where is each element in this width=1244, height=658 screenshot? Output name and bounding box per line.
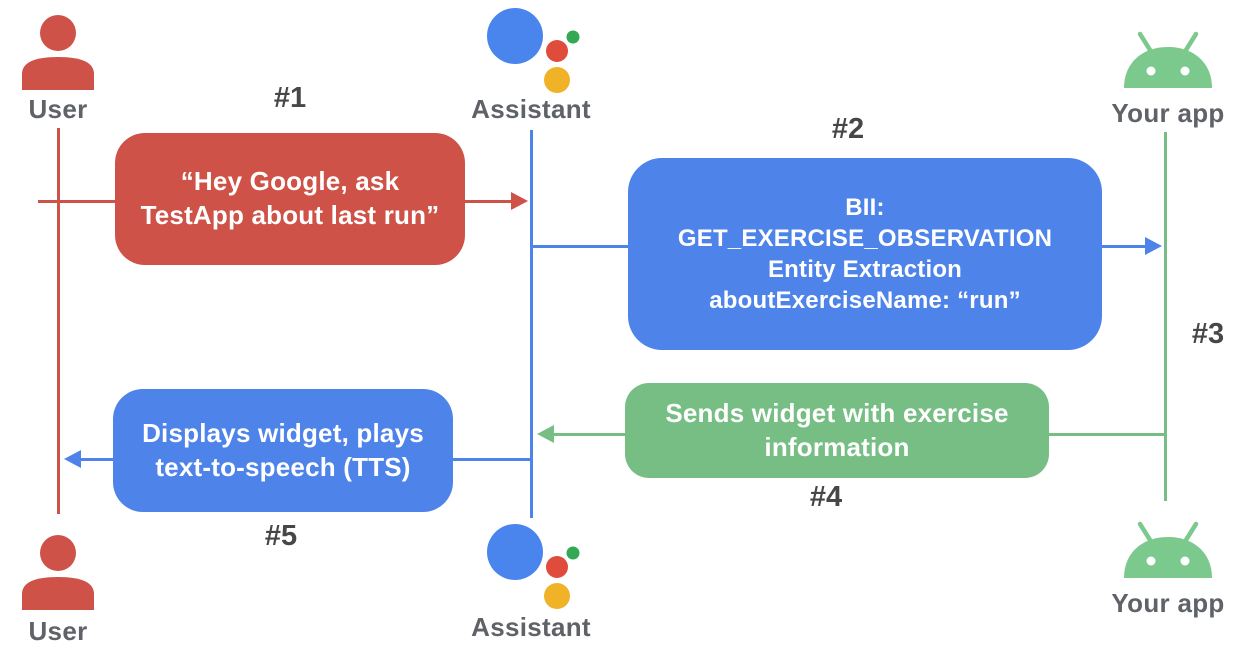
android-icon bbox=[1118, 26, 1218, 90]
app-lifeline bbox=[1164, 132, 1167, 501]
step2-message-text: BII: GET_EXERCISE_OBSERVATION Entity Ext… bbox=[677, 193, 1053, 315]
user-lifeline bbox=[57, 128, 60, 514]
step5-arrowhead bbox=[64, 450, 81, 468]
user-bottom-label: User bbox=[28, 616, 88, 646]
step1-message-box: “Hey Google, ask TestApp about last run” bbox=[115, 133, 465, 265]
assistant-icon bbox=[487, 523, 580, 609]
app-bottom-label: Your app bbox=[1111, 588, 1225, 618]
step1-arrowhead bbox=[511, 192, 528, 210]
step2-label: #2 bbox=[831, 113, 865, 145]
step3-label: #3 bbox=[1191, 318, 1225, 350]
user-icon bbox=[17, 532, 99, 612]
android-icon bbox=[1118, 516, 1218, 580]
step2-message-box: BII: GET_EXERCISE_OBSERVATION Entity Ext… bbox=[628, 158, 1102, 350]
assistant-icon bbox=[487, 7, 580, 93]
step4-label: #4 bbox=[809, 481, 843, 513]
step4-message-box: Sends widget with exercise information bbox=[625, 383, 1049, 478]
user-icon bbox=[17, 12, 99, 92]
step4-message-text: Sends widget with exercise information bbox=[665, 397, 1009, 462]
step5-message-box: Displays widget, plays text-to-speech (T… bbox=[113, 389, 453, 512]
step5-label: #5 bbox=[264, 520, 298, 552]
assistant-top-label: Assistant bbox=[471, 94, 591, 124]
step5-message-text: Displays widget, plays text-to-speech (T… bbox=[142, 417, 424, 482]
step1-message-text: “Hey Google, ask TestApp about last run” bbox=[140, 166, 440, 230]
user-top-label: User bbox=[28, 94, 88, 124]
step1-label: #1 bbox=[273, 82, 307, 114]
step2-arrowhead bbox=[1145, 237, 1162, 255]
assistant-lifeline bbox=[530, 130, 533, 518]
app-top-label: Your app bbox=[1111, 98, 1225, 128]
assistant-bottom-label: Assistant bbox=[471, 612, 591, 642]
step4-arrowhead bbox=[537, 425, 554, 443]
